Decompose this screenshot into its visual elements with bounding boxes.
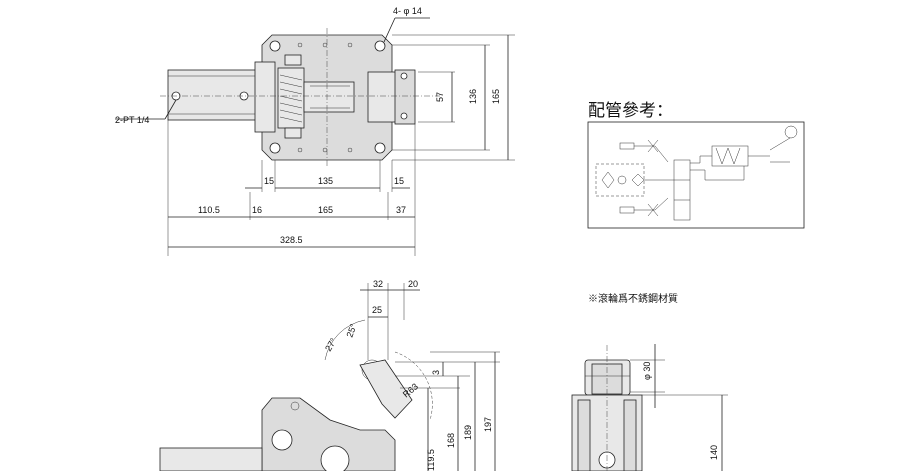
dim-119-5: 119.5 <box>426 449 436 471</box>
dim-15b: 15 <box>394 176 404 186</box>
dim-15a: 15 <box>264 176 274 186</box>
mount-hole <box>374 142 386 154</box>
vertical-dims: 57 136 165 <box>392 34 515 161</box>
horizontal-dims: 15 135 15 110.5 16 165 37 328.5 <box>167 120 416 256</box>
dim-140: 140 <box>709 445 719 460</box>
dim-25: 25 <box>372 305 382 315</box>
mount-hole <box>374 40 386 52</box>
cylinder-body <box>167 69 264 121</box>
dim-165: 165 <box>491 89 501 104</box>
dim-168: 168 <box>446 433 456 448</box>
dim-3: 3 <box>431 370 441 375</box>
dim-197: 197 <box>483 417 493 432</box>
hole-label: 4- φ 14 <box>393 6 422 16</box>
piping-title: 配管參考： <box>588 101 673 120</box>
piping-reference: 配管參考： <box>587 101 805 229</box>
side-view: 32 20 25 27° 25° R63 3 119.5 168 189 <box>159 279 500 471</box>
dim-136: 136 <box>468 89 478 104</box>
dim-20: 20 <box>408 279 418 289</box>
dim-57: 57 <box>435 92 445 102</box>
dim-110-5: 110.5 <box>198 205 220 215</box>
dim-37: 37 <box>396 205 406 215</box>
dim-r63: R63 <box>401 381 420 399</box>
clamp-body <box>261 397 396 471</box>
dim-165-w: 165 <box>318 205 333 215</box>
dim-135: 135 <box>318 176 333 186</box>
dim-189: 189 <box>463 425 473 440</box>
roller-view: ※滾輪爲不銹鋼材質 φ 30 140 <box>571 292 728 471</box>
roller-note: ※滾輪爲不銹鋼材質 <box>588 292 678 305</box>
dim-phi30: φ 30 <box>642 362 652 380</box>
mount-hole <box>269 142 281 154</box>
angle-27: 27° <box>323 336 339 353</box>
piping-frame <box>587 121 805 229</box>
dim-32: 32 <box>373 279 383 289</box>
dim-328-5: 328.5 <box>280 235 303 245</box>
mount-hole <box>269 40 281 52</box>
dim-16: 16 <box>252 205 262 215</box>
top-view: 4- φ 14 2-PT 1/4 57 136 165 <box>115 6 515 256</box>
port-label: 2-PT 1/4 <box>115 115 149 125</box>
angle-25: 25° <box>344 322 358 339</box>
